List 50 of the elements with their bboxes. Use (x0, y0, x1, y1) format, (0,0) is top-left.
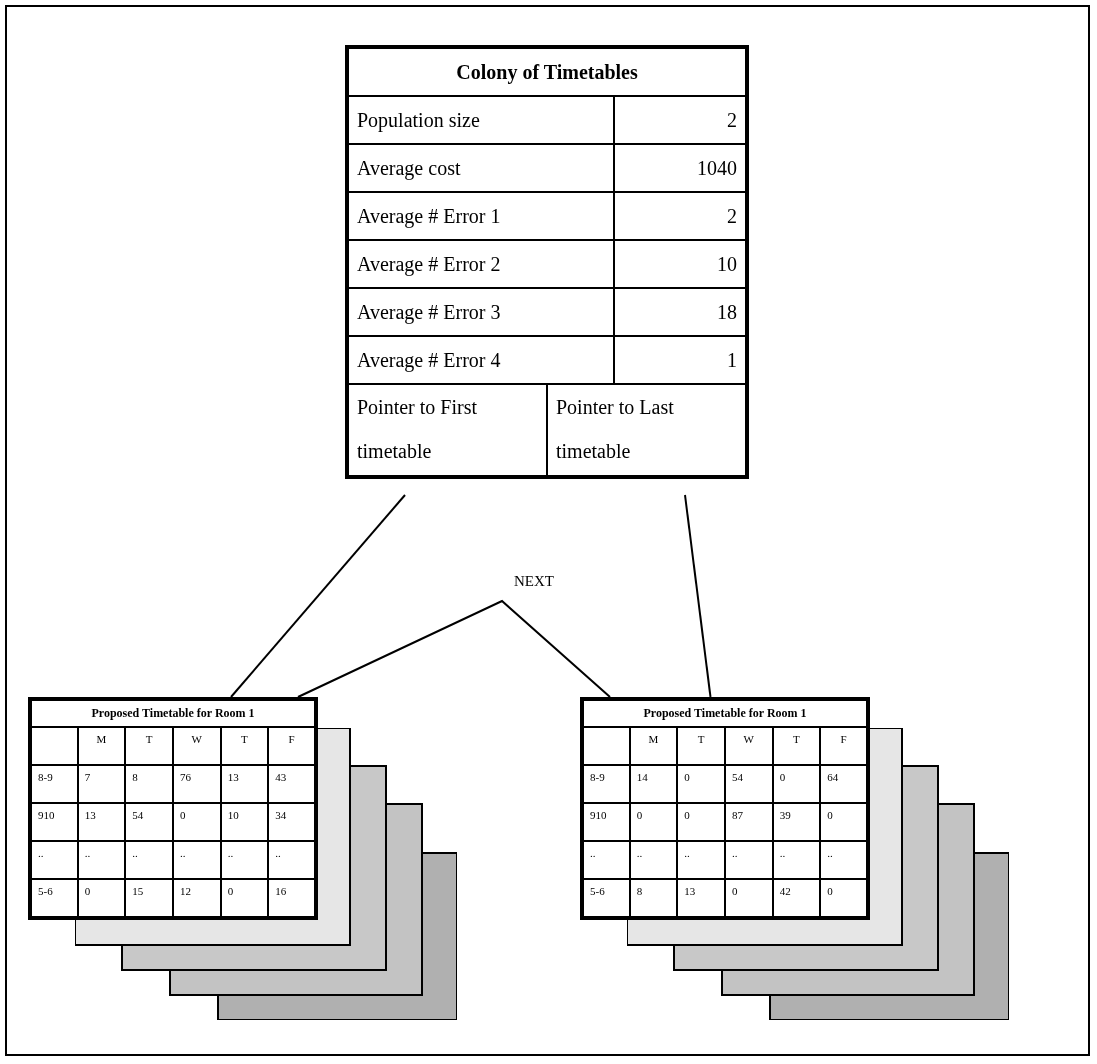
table-cell: M (629, 727, 678, 765)
table-cell: W (724, 727, 773, 765)
table-cell: 14 (629, 765, 678, 803)
connector-line (297, 599, 611, 698)
table-cell: Average # Error 3 (347, 288, 614, 336)
table-cell: 7 (77, 765, 126, 803)
table-cell: .. (220, 841, 269, 879)
data-table (345, 45, 750, 479)
table-cell: 0 (677, 765, 725, 803)
table-cell: 0 (629, 803, 678, 841)
table-cell: .. (582, 841, 630, 879)
table-cell: 0 (772, 765, 821, 803)
connector-line (230, 494, 406, 698)
connector-line (684, 494, 712, 698)
table-cell: 910 (582, 803, 630, 841)
table-cell: 0 (677, 803, 725, 841)
table-cell: .. (77, 841, 126, 879)
table-cell: 10 (220, 803, 269, 841)
table-cell: .. (724, 841, 773, 879)
table-cell: 54 (125, 803, 173, 841)
timetable (580, 697, 870, 920)
table-cell: .. (629, 841, 678, 879)
table-cell: Average cost (347, 144, 614, 192)
table-cell: 0 (172, 803, 221, 841)
table-cell: 87 (724, 803, 773, 841)
table-cell: 76 (172, 765, 221, 803)
table-cell: T (677, 727, 725, 765)
table-cell: Average # Error 1 (347, 192, 614, 240)
table-cell: W (172, 727, 221, 765)
table-cell: .. (772, 841, 821, 879)
table-cell: 8 (125, 765, 173, 803)
table-cell: T (125, 727, 173, 765)
table-cell: .. (125, 841, 173, 879)
table-cell: 13 (77, 803, 126, 841)
table-cell: Average # Error 2 (347, 240, 614, 288)
table-cell: M (77, 727, 126, 765)
table-cell: 8-9 (30, 765, 78, 803)
table-cell: .. (30, 841, 78, 879)
table-cell: 8-9 (582, 765, 630, 803)
table-cell: 910 (30, 803, 78, 841)
table-cell: 54 (724, 765, 773, 803)
table-cell: Population size (347, 96, 614, 144)
table-cell: T (772, 727, 821, 765)
table-cell: Average # Error 4 (347, 336, 614, 384)
table-cell: 39 (772, 803, 821, 841)
table-cell: .. (172, 841, 221, 879)
table-cell: .. (677, 841, 725, 879)
timetable (28, 697, 318, 920)
table-cell: T (220, 727, 269, 765)
table-cell: 13 (220, 765, 269, 803)
